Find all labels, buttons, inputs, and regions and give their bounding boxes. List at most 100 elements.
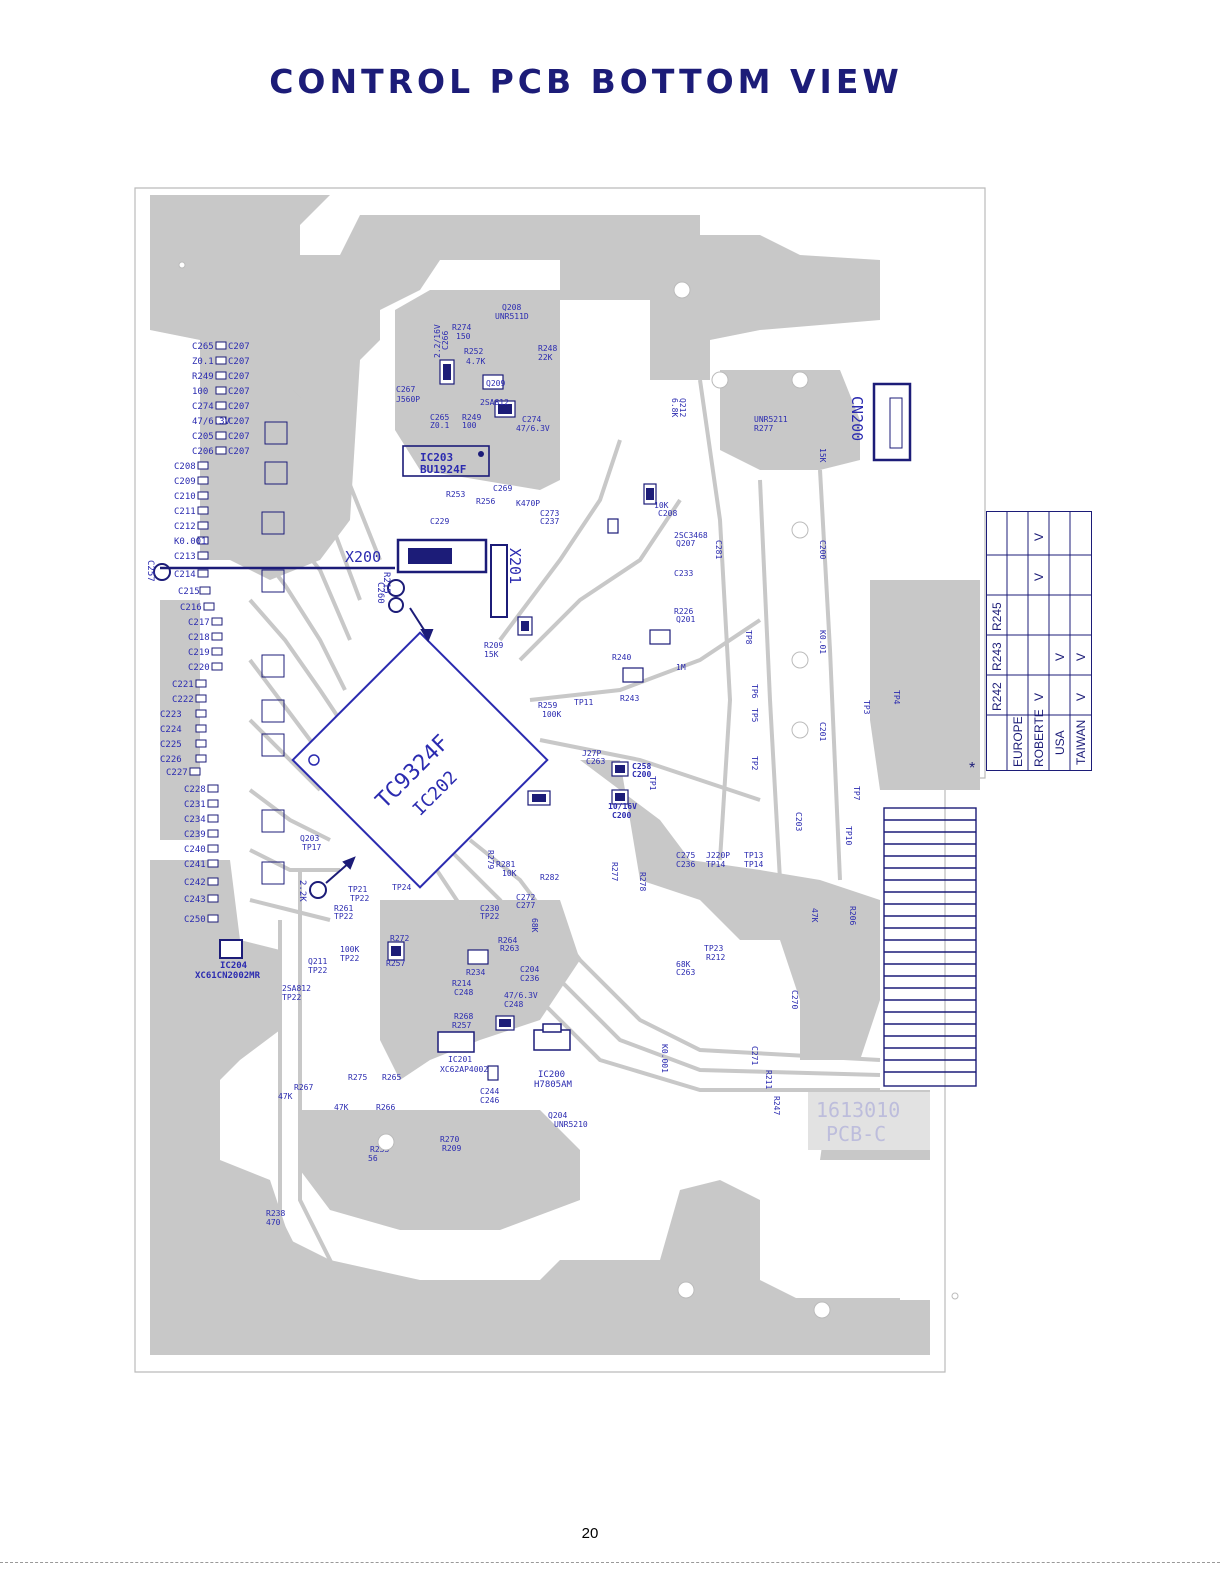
svg-text:R209: R209	[484, 641, 503, 650]
svg-text:C206: C206	[192, 447, 214, 457]
svg-text:Q209: Q209	[486, 379, 505, 388]
svg-text:TP6: TP6	[750, 684, 759, 699]
svg-text:C236: C236	[676, 860, 695, 869]
mark-usa-r243: V	[1053, 653, 1067, 661]
svg-text:R249: R249	[462, 413, 481, 422]
svg-text:C258: C258	[632, 762, 651, 771]
svg-text:C274: C274	[522, 415, 541, 424]
mark-taiwan-r242: V	[1074, 693, 1088, 701]
crystal-x201-label: X201	[506, 548, 524, 584]
svg-text:C213: C213	[174, 552, 196, 562]
svg-text:TP24: TP24	[392, 883, 411, 892]
col-r243: R243	[990, 642, 1004, 671]
svg-text:C230: C230	[480, 904, 499, 913]
svg-text:C277: C277	[516, 901, 535, 910]
svg-text:15K: 15K	[818, 448, 827, 463]
cn200-label: CN200	[848, 396, 866, 441]
svg-text:TP22: TP22	[350, 894, 369, 903]
svg-text:C233: C233	[674, 569, 693, 578]
svg-text:TP22: TP22	[480, 912, 499, 921]
svg-text:R206: R206	[848, 906, 857, 925]
svg-text:TP11: TP11	[574, 698, 593, 707]
svg-text:C207: C207	[228, 357, 250, 367]
svg-text:C203: C203	[794, 812, 803, 831]
svg-text:TP3: TP3	[862, 700, 871, 715]
tp-arrows	[325, 607, 434, 884]
svg-text:R243: R243	[620, 694, 639, 703]
svg-text:R226: R226	[674, 607, 693, 616]
svg-text:C224: C224	[160, 725, 182, 735]
svg-text:R281: R281	[496, 860, 515, 869]
ic200: IC200 H7805AM	[533, 1023, 573, 1090]
svg-text:C274: C274	[192, 402, 214, 412]
svg-text:C246: C246	[480, 1096, 499, 1105]
ic201: IC201 XC62AP4002PR	[437, 1031, 498, 1074]
svg-text:R240: R240	[612, 653, 631, 662]
svg-text:R264: R264	[498, 936, 517, 945]
svg-text:10/16V: 10/16V	[608, 802, 637, 811]
svg-text:R275: R275	[348, 1073, 367, 1082]
col-r245: R245	[990, 602, 1004, 631]
pcb-board-name: PCB-C	[826, 1122, 886, 1146]
edge-connector	[883, 807, 977, 1087]
svg-text:R277: R277	[610, 862, 619, 881]
svg-text:R234: R234	[466, 968, 485, 977]
ic204-part: XC61CN2002MR	[195, 971, 261, 981]
svg-text:1M: 1M	[676, 663, 686, 672]
svg-text:C214: C214	[174, 570, 196, 580]
svg-text:TP8: TP8	[744, 630, 753, 645]
svg-text:C218: C218	[188, 633, 210, 643]
svg-text:4.7K: 4.7K	[466, 357, 485, 366]
svg-text:Q203: Q203	[300, 834, 319, 843]
svg-text:C229: C229	[430, 517, 449, 526]
mark-extra-1: V	[1032, 533, 1046, 541]
resistor-networks	[261, 421, 288, 885]
crystal-x200: X200	[160, 538, 488, 574]
svg-text:TP10: TP10	[844, 826, 853, 845]
svg-text:R261: R261	[334, 904, 353, 913]
svg-text:C257: C257	[145, 560, 155, 582]
svg-text:Q207: Q207	[676, 539, 695, 548]
ic204-ref: IC204	[220, 961, 248, 971]
svg-text:22K: 22K	[538, 353, 553, 362]
svg-text:C211: C211	[174, 507, 196, 517]
svg-text:C275: C275	[676, 851, 695, 860]
svg-text:J27P: J27P	[582, 749, 601, 758]
svg-text:C272: C272	[516, 893, 535, 902]
svg-text:100K: 100K	[340, 945, 359, 954]
svg-text:R253: R253	[446, 490, 465, 499]
svg-text:C227: C227	[166, 768, 188, 778]
svg-text:R215: R215	[381, 572, 391, 594]
svg-text:Q204: Q204	[548, 1111, 567, 1120]
svg-text:R248: R248	[538, 344, 557, 353]
svg-text:56: 56	[368, 1154, 378, 1163]
page-number: 20	[581, 1525, 599, 1542]
svg-text:C244: C244	[480, 1087, 499, 1096]
ic200-ref: IC200	[538, 1070, 565, 1080]
ic201-part: XC62AP4002PR	[440, 1065, 498, 1074]
svg-text:TP22: TP22	[334, 912, 353, 921]
svg-text:C248: C248	[504, 1000, 523, 1009]
svg-text:Q212: Q212	[678, 398, 687, 417]
svg-text:R267: R267	[294, 1083, 313, 1092]
pcb-part-number: 1613010	[816, 1098, 900, 1122]
svg-text:R233: R233	[370, 1145, 389, 1154]
svg-text:C237: C237	[540, 517, 559, 526]
svg-text:47K: 47K	[278, 1092, 293, 1101]
svg-text:C200: C200	[612, 811, 631, 820]
svg-text:C267: C267	[396, 385, 415, 394]
svg-text:C208: C208	[174, 462, 196, 472]
svg-text:R272: R272	[390, 934, 409, 943]
svg-text:47K: 47K	[810, 908, 819, 923]
svg-text:C200: C200	[818, 540, 827, 559]
svg-text:UNR511D: UNR511D	[495, 312, 529, 321]
svg-text:C207: C207	[228, 432, 250, 442]
svg-text:C209: C209	[174, 477, 196, 487]
svg-text:C281: C281	[714, 540, 723, 559]
svg-text:68K: 68K	[676, 960, 691, 969]
svg-text:100: 100	[462, 421, 477, 430]
ic203-ref: IC203	[420, 451, 453, 464]
svg-text:100K: 100K	[542, 710, 561, 719]
svg-text:R247: R247	[772, 1096, 781, 1115]
